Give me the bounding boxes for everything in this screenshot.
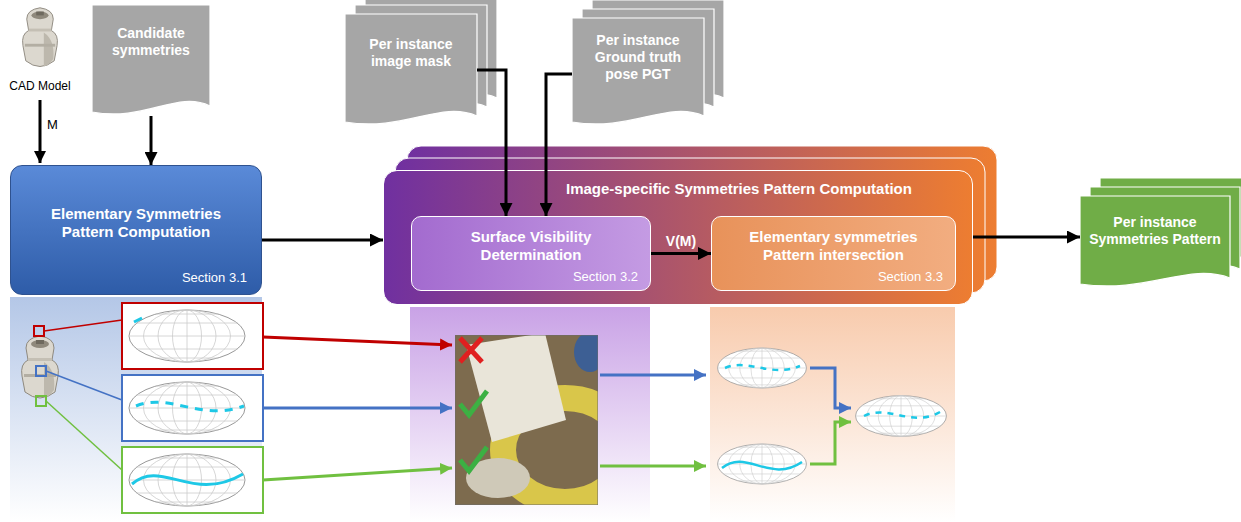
document-stack: Per instance Ground truth pose PGT	[572, 18, 704, 130]
document-sheet	[1080, 196, 1230, 286]
node-text: Per instance Ground truth pose PGT	[582, 32, 694, 82]
flow-arrow	[973, 236, 1080, 239]
edge-label: V(M)	[666, 233, 696, 250]
arrow	[600, 465, 706, 468]
panel	[10, 297, 262, 522]
section-reference: Section 3.2	[573, 269, 638, 285]
flow-arrow	[150, 116, 153, 165]
sphere-plot	[129, 454, 245, 506]
section-reference: Section 3.1	[182, 270, 247, 286]
node-title: Elementary Symmetries Pattern Computatio…	[25, 205, 247, 241]
arrow-label: M	[47, 117, 58, 133]
symmetry-trace	[134, 318, 142, 322]
document-outline	[345, 14, 477, 130]
section-reference: Section 3.3	[878, 269, 943, 285]
node-title: Surface Visibility Determination	[424, 228, 638, 264]
arrow	[263, 337, 452, 345]
group-title: Image-specific Symmetries Pattern Comput…	[566, 180, 912, 198]
process-box: Elementary symmetries Pattern intersecti…	[711, 216, 956, 291]
sphere-plot	[129, 382, 245, 434]
output-document: Per instance Symmetries Pattern	[1080, 196, 1230, 292]
photo	[455, 335, 598, 505]
document-shape: Candidate symmetries	[92, 5, 210, 120]
check-mark	[460, 391, 487, 415]
node-text: Per instance image mask	[355, 36, 467, 70]
arrow	[810, 368, 851, 408]
symmetry-trace	[132, 474, 243, 485]
node-text: Candidate symmetries	[100, 25, 202, 59]
symmetry-trace	[136, 402, 244, 411]
arrow	[810, 422, 851, 464]
symmetry-trace	[864, 412, 940, 418]
plot-frame	[122, 447, 263, 513]
process-box: Elementary Symmetries Pattern Computatio…	[10, 165, 262, 295]
model-caption: CAD Model	[9, 79, 70, 93]
arrow	[263, 407, 452, 410]
sphere-plot	[129, 310, 245, 362]
sample-marker	[36, 366, 46, 376]
sphere-plot	[718, 444, 807, 484]
document-outline	[92, 5, 210, 120]
sample-marker	[36, 396, 46, 406]
flow-arrow	[262, 239, 383, 242]
panel	[410, 307, 650, 522]
symmetry-trace	[722, 462, 802, 470]
plot-frame	[122, 375, 263, 441]
check-mark	[460, 447, 487, 471]
process-box: Surface Visibility DeterminationSection …	[411, 216, 651, 291]
leader	[46, 371, 122, 400]
leader	[44, 320, 122, 331]
arrow	[263, 468, 452, 480]
cross-mark	[460, 338, 482, 362]
sample-marker	[34, 326, 44, 336]
document-sheet	[572, 18, 704, 124]
symmetry-trace	[725, 365, 800, 370]
node-title: Elementary symmetries Pattern intersecti…	[724, 228, 943, 264]
document-stack: Per instance image mask	[345, 14, 477, 130]
arrow	[600, 374, 706, 377]
node-text: Per instance Symmetries Pattern	[1088, 214, 1222, 248]
panel	[710, 307, 955, 522]
document-sheet	[92, 5, 210, 114]
sphere-plot	[718, 348, 807, 388]
arrow	[39, 100, 42, 163]
leader	[46, 401, 122, 470]
plot-frame	[122, 303, 263, 369]
document-sheet	[345, 14, 477, 124]
sphere-plot	[856, 396, 947, 437]
cad-model	[23, 8, 58, 67]
object	[22, 336, 59, 398]
